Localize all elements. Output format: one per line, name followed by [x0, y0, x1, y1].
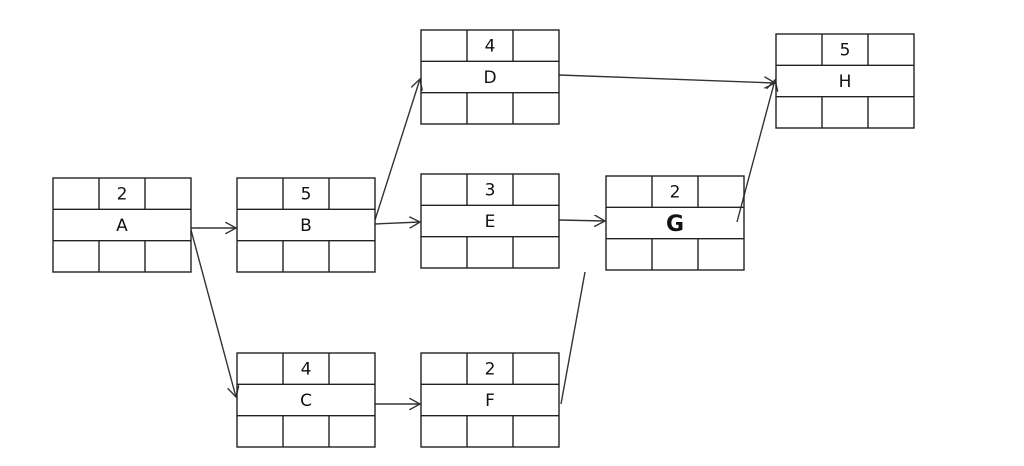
activity-duration: 3: [485, 181, 496, 201]
activity-node-b: 5B: [236, 177, 376, 273]
node-border: [775, 33, 915, 129]
node-border: [605, 175, 745, 271]
activity-name: A: [116, 216, 128, 236]
arrow-b-to-d: [374, 79, 420, 221]
activity-name: G: [666, 212, 684, 237]
node-border: [420, 29, 560, 125]
activity-node-a: 2A: [52, 177, 192, 273]
dependency-arrows: [190, 74, 775, 405]
activity-node-h: 5H: [775, 33, 915, 129]
activity-duration: 5: [301, 185, 312, 205]
activity-name: H: [839, 72, 852, 92]
node-border: [236, 352, 376, 448]
node-border: [236, 177, 376, 273]
activity-duration: 4: [301, 360, 312, 380]
activity-node-e: 3E: [420, 173, 560, 269]
activity-node-c: 4C: [236, 352, 376, 448]
arrow-e-to-g: [558, 220, 605, 221]
activity-duration: 4: [485, 37, 496, 57]
activity-node-f: 2F: [420, 352, 560, 448]
activity-name: E: [485, 212, 496, 232]
activity-duration: 5: [840, 41, 851, 61]
activity-duration: 2: [485, 360, 496, 380]
arrow-a-to-c: [190, 229, 236, 397]
arrow-g-to-h: [736, 80, 775, 223]
node-border: [52, 177, 192, 273]
activity-node-d: 4D: [420, 29, 560, 125]
activity-name: F: [485, 391, 495, 411]
activity-duration: 2: [670, 183, 681, 203]
node-border: [420, 352, 560, 448]
arrow-b-to-e: [374, 222, 420, 224]
activity-name: C: [300, 391, 312, 411]
activity-duration: 2: [117, 185, 128, 205]
activity-node-g: 2G: [605, 175, 745, 271]
activity-name: B: [300, 216, 312, 236]
arrow-f-to-g: [560, 271, 586, 405]
node-border: [420, 173, 560, 269]
activity-name: D: [483, 68, 496, 88]
arrow-d-to-h: [558, 74, 775, 83]
